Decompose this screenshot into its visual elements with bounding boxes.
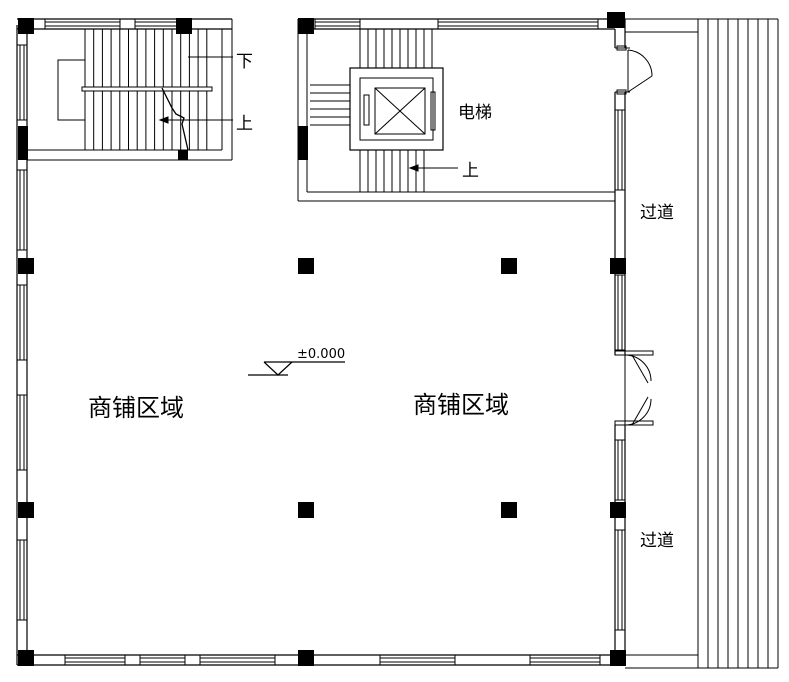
- elevator-stair-room: [297, 19, 615, 202]
- elevation-label: ±0.000: [297, 347, 345, 362]
- doors: [614, 45, 654, 426]
- structural-column: [298, 650, 314, 666]
- structural-column: [298, 126, 308, 160]
- structural-column: [18, 18, 34, 34]
- corridor-label-top: 过道: [640, 203, 674, 223]
- corridor-label-bottom: 过道: [640, 531, 674, 551]
- corridor-steps: [625, 18, 779, 669]
- structural-column: [610, 650, 626, 666]
- structural-column: [178, 150, 188, 160]
- structural-column: [607, 12, 625, 28]
- stair-down-label: 下: [236, 52, 253, 72]
- structural-column: [298, 258, 314, 274]
- structural-column: [298, 502, 314, 518]
- stair-up-label-right: 上: [462, 161, 479, 181]
- structural-column: [18, 126, 28, 160]
- stair-up-label-left: 上: [236, 114, 253, 134]
- structural-column: [18, 650, 34, 666]
- structural-column: [610, 258, 626, 274]
- structural-column: [501, 502, 517, 518]
- structural-column: [501, 258, 517, 274]
- columns: [18, 12, 626, 666]
- elevator-label: 电梯: [458, 103, 492, 123]
- elevation-marker: [248, 361, 345, 376]
- windows: [16, 18, 626, 666]
- structural-column: [18, 258, 34, 274]
- structural-column: [18, 502, 34, 518]
- left-staircase: [27, 19, 233, 161]
- outer-walls: [16, 18, 626, 666]
- shop-area-label-right: 商铺区域: [413, 391, 509, 419]
- shop-area-label-left: 商铺区域: [88, 394, 184, 422]
- structural-column: [298, 18, 314, 34]
- structural-column: [610, 502, 626, 518]
- structural-column: [176, 18, 192, 34]
